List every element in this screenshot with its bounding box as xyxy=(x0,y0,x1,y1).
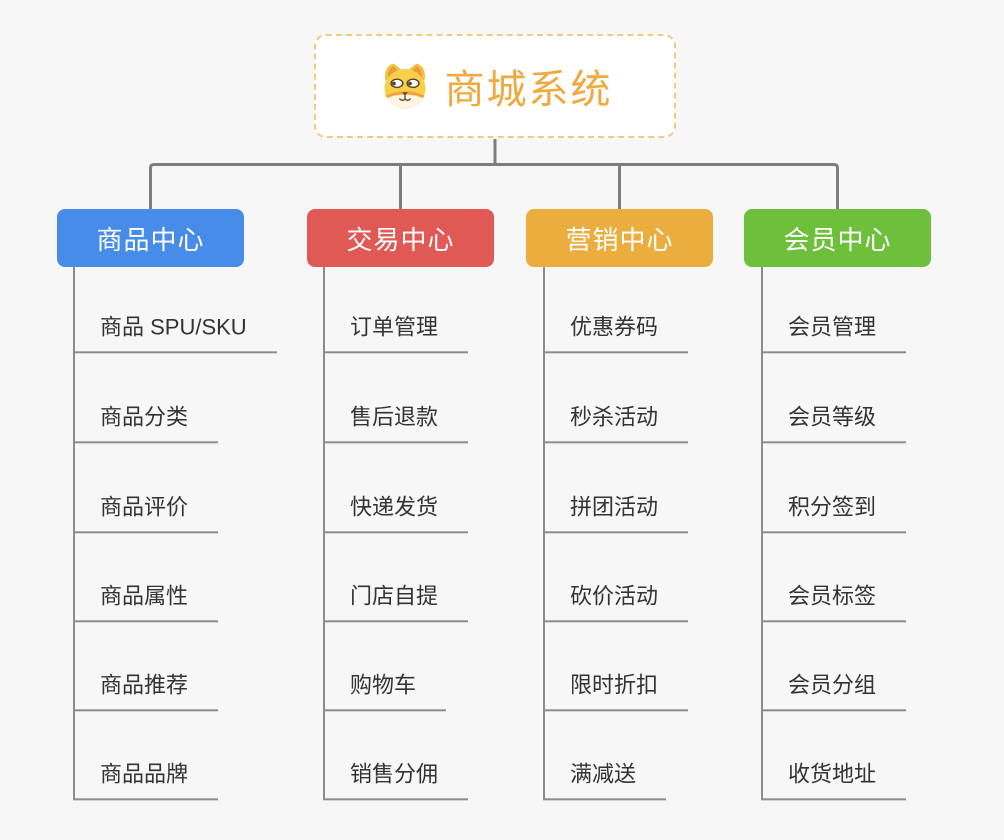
branch-header-member-center[interactable]: 会员中心 xyxy=(744,209,931,267)
mindmap-leaf-node[interactable]: 会员分组 xyxy=(761,670,907,711)
mindmap-leaf-node[interactable]: 商品品牌 xyxy=(73,759,219,800)
mindmap-leaf-node[interactable]: 商品评价 xyxy=(73,492,219,533)
mindmap-leaf-node[interactable]: 优惠券码 xyxy=(543,312,689,353)
mindmap-leaf-node[interactable]: 会员标签 xyxy=(761,581,907,622)
branch-trunk-line xyxy=(73,267,75,800)
branch-header-marketing-center[interactable]: 营销中心 xyxy=(526,209,713,267)
mindmap-leaf-node[interactable]: 满减送 xyxy=(543,759,667,800)
dog-face-icon xyxy=(378,61,432,111)
mindmap-leaf-node[interactable]: 门店自提 xyxy=(323,581,469,622)
mindmap-leaf-node[interactable]: 商品推荐 xyxy=(73,670,219,711)
mindmap-leaf-node[interactable]: 售后退款 xyxy=(323,402,469,443)
mindmap-leaf-node[interactable]: 会员管理 xyxy=(761,312,907,353)
mindmap-leaf-node[interactable]: 秒杀活动 xyxy=(543,402,689,443)
mindmap-leaf-node[interactable]: 商品属性 xyxy=(73,581,219,622)
branch-header-product-center[interactable]: 商品中心 xyxy=(57,209,244,267)
branch-trunk-line xyxy=(323,267,325,800)
mindmap-leaf-node[interactable]: 会员等级 xyxy=(761,402,907,443)
branch-header-trade-center[interactable]: 交易中心 xyxy=(307,209,494,267)
mindmap-leaf-node[interactable]: 商品 SPU/SKU xyxy=(73,312,277,353)
mindmap-leaf-node[interactable]: 销售分佣 xyxy=(323,759,469,800)
mindmap-leaf-node[interactable]: 限时折扣 xyxy=(543,670,689,711)
mindmap-leaf-node[interactable]: 商品分类 xyxy=(73,402,219,443)
branch-trunk-line xyxy=(761,267,763,800)
mindmap-leaf-node[interactable]: 订单管理 xyxy=(323,312,469,353)
mindmap-leaf-node[interactable]: 拼团活动 xyxy=(543,492,689,533)
root-title: 商城系统 xyxy=(444,68,613,112)
root-node[interactable]: 商城系统 xyxy=(314,34,676,138)
mindmap-leaf-node[interactable]: 快递发货 xyxy=(323,492,469,533)
mindmap-leaf-node[interactable]: 收货地址 xyxy=(761,759,907,800)
mindmap-leaf-node[interactable]: 购物车 xyxy=(323,670,447,711)
branch-trunk-line xyxy=(543,267,545,800)
mindmap-leaf-node[interactable]: 积分签到 xyxy=(761,492,907,533)
mindmap-leaf-node[interactable]: 砍价活动 xyxy=(543,581,689,622)
